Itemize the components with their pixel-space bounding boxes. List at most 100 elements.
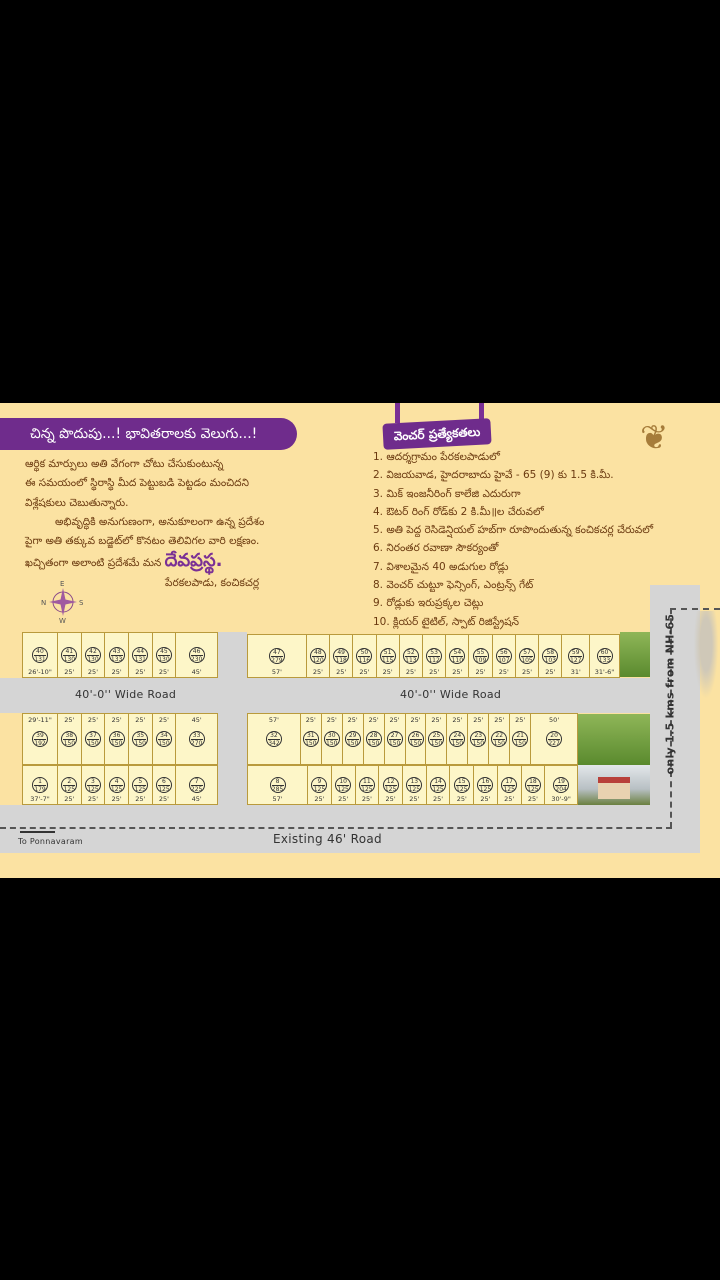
brochure: చిన్న పొదుపు...! భావితరాలకు వెలుగు...! ఆ… bbox=[0, 403, 720, 878]
plot-area: 125 bbox=[384, 786, 397, 793]
plot-width: 25' bbox=[480, 795, 491, 803]
plot-area: 150 bbox=[367, 740, 380, 747]
plot-area: 150 bbox=[388, 740, 401, 747]
plot-width: 25' bbox=[312, 668, 323, 676]
divider bbox=[313, 785, 326, 786]
plot-number: 32 bbox=[270, 732, 278, 739]
plot-number: 37 bbox=[89, 732, 97, 739]
plot-number: 15 bbox=[457, 778, 466, 785]
plot-area: 131 bbox=[134, 656, 146, 663]
divider bbox=[311, 656, 324, 657]
temple-shape bbox=[598, 777, 630, 799]
plot-width: 25' bbox=[431, 716, 442, 724]
divider bbox=[271, 785, 284, 786]
nh-road bbox=[650, 585, 700, 853]
plot-area: 150 bbox=[472, 740, 485, 747]
plot-width: 31' bbox=[570, 668, 581, 676]
plot-number: 56 bbox=[499, 649, 508, 656]
plot-number: 52 bbox=[407, 649, 415, 656]
plot-area: 125 bbox=[408, 786, 421, 793]
compass-s: S bbox=[79, 599, 84, 607]
plot-width: 25' bbox=[338, 795, 349, 803]
plot-width: 57' bbox=[268, 716, 279, 724]
divider bbox=[86, 655, 99, 656]
plot-width: 57' bbox=[272, 795, 283, 803]
plot-width: 26'-10" bbox=[28, 668, 52, 676]
road-label: 40'-0'' Wide Road bbox=[75, 688, 177, 701]
plot-number: 38 bbox=[65, 732, 74, 739]
plot-width: 25' bbox=[158, 795, 169, 803]
bottom-strip bbox=[0, 853, 720, 878]
plot-width: 25' bbox=[494, 716, 505, 724]
plot-width: 25' bbox=[305, 716, 316, 724]
plot-number: 43 bbox=[112, 648, 121, 655]
